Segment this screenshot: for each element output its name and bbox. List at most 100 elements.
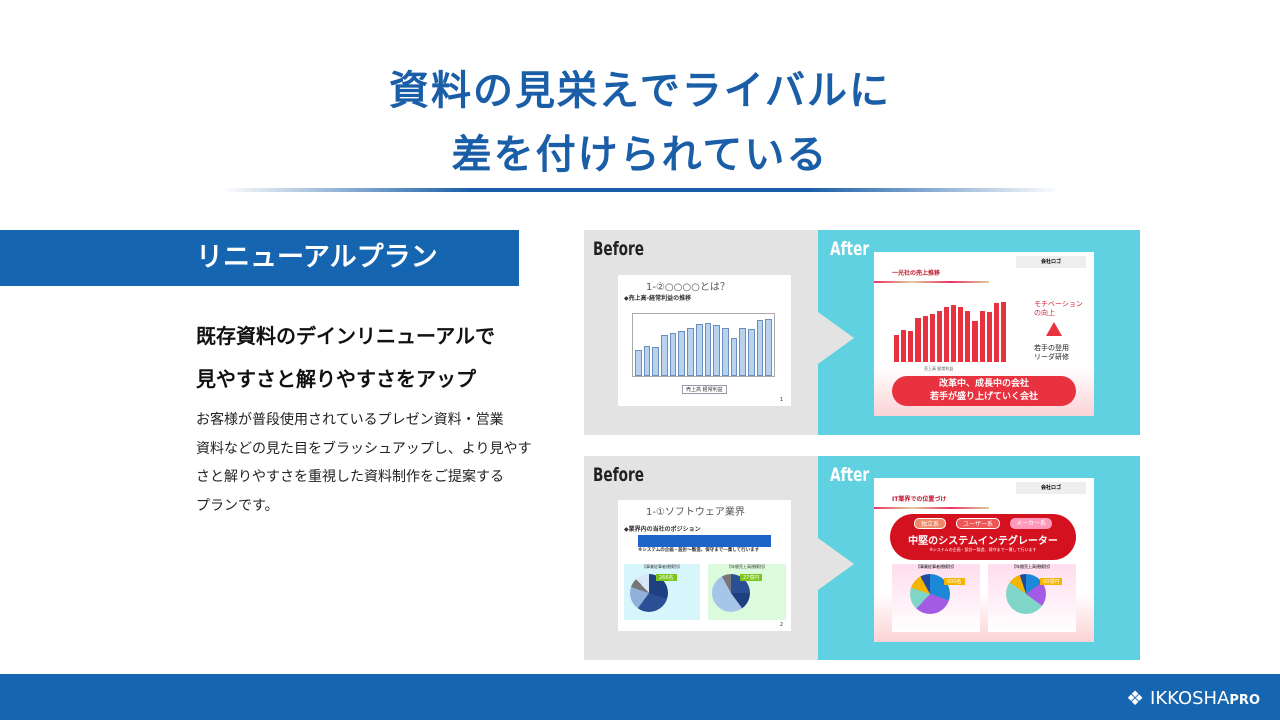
company-logo-placeholder: 会社ロゴ bbox=[1016, 482, 1086, 494]
position-note: ※システムの企画・設計～製造、保守まで一貫して行います bbox=[929, 547, 1037, 552]
triangle-up-icon bbox=[1046, 322, 1062, 336]
before-label: Before bbox=[593, 238, 645, 260]
slide-title: IT業界での位置づけ bbox=[892, 496, 947, 503]
note-training: 若手の登用リーダ研修 bbox=[1034, 344, 1069, 362]
page-number: 2 bbox=[779, 622, 783, 628]
bar-chart bbox=[894, 296, 1006, 362]
chart-employees: 【事業従事者規模別】 000名 bbox=[892, 564, 980, 632]
pie-chart bbox=[910, 574, 950, 614]
position-banner: 独立系 ユーザー系 メーカー系 中堅のシステムインテグレーター ※システムの企画… bbox=[890, 514, 1076, 560]
brand-logo: ❖ IKKOSHAPRO bbox=[1126, 686, 1260, 710]
sales-bar bbox=[765, 319, 772, 376]
chart-title: 【事業従事者規模別】 bbox=[642, 564, 682, 569]
tag-independent: 独立系 bbox=[914, 518, 947, 529]
company-logo-placeholder: 会社ロゴ bbox=[1016, 256, 1086, 268]
sales-bar bbox=[739, 327, 746, 376]
chart-title: 【事業従事者規模別】 bbox=[916, 564, 956, 569]
before-slide: 1-②○○○○とは？ ◆売上高-経常利益の推移 売上高 経常利益 1 bbox=[618, 275, 791, 406]
pill-line: 改革中、成長中の会社 bbox=[938, 379, 1029, 389]
example-positioning: Before After 1-①ソフトウェア業界 ◆業界内の当社のポジション ※… bbox=[584, 456, 1140, 660]
slide-note: ※システムの企画・設計～製造、保守まで一貫して行います bbox=[638, 548, 760, 553]
slide-subtitle: ◆売上高-経常利益の推移 bbox=[624, 295, 692, 302]
tag-user: ユーザー系 bbox=[956, 518, 1000, 529]
sales-bar bbox=[756, 320, 764, 376]
chart-title: 【年間売上高規模別】 bbox=[1012, 564, 1052, 569]
sales-bar bbox=[922, 316, 928, 362]
callout: 000名 bbox=[944, 578, 965, 585]
title-stripe bbox=[874, 281, 989, 283]
bar-chart bbox=[632, 313, 775, 377]
page-title-line1: 資料の見栄えでライバルに bbox=[389, 67, 891, 114]
sales-bar bbox=[979, 310, 985, 362]
pie-chart bbox=[1006, 574, 1046, 614]
sales-bar bbox=[993, 302, 999, 362]
desc-line: さと解りやすさを重視した資料制作をご提案する bbox=[196, 469, 504, 485]
plan-banner: リニューアルプラン bbox=[0, 230, 519, 286]
sales-bar bbox=[986, 312, 992, 362]
note-line: 若手の登用 bbox=[1034, 344, 1069, 352]
plan-description: お客様が普段使用されているプレゼン資料・営業 資料などの見た目をブラッシュアップ… bbox=[196, 406, 531, 520]
sales-bar bbox=[943, 307, 949, 362]
sales-bar bbox=[713, 324, 720, 376]
title-stripe bbox=[874, 507, 989, 509]
footer-bar: ❖ IKKOSHAPRO bbox=[0, 674, 1280, 720]
chart-revenue: 【年間売上高規模別】 27億円 bbox=[708, 564, 786, 620]
arrow-icon bbox=[818, 312, 854, 364]
before-slide: 1-①ソフトウェア業界 ◆業界内の当社のポジション ※システムの企画・設計～製造… bbox=[618, 500, 791, 631]
note-line: リーダ研修 bbox=[1034, 353, 1069, 361]
slide-title: 1-①ソフトウェア業界 bbox=[646, 507, 745, 518]
brand-text: IKKOSHA bbox=[1150, 687, 1230, 709]
desc-line: お客様が普段使用されているプレゼン資料・営業 bbox=[196, 412, 504, 428]
sales-bar bbox=[901, 330, 907, 362]
tag-maker: メーカー系 bbox=[1009, 518, 1052, 529]
sales-bar bbox=[936, 310, 942, 362]
chart-legend: 売上高 経常利益 bbox=[682, 385, 727, 394]
plan-headline-1: 既存資料のデインリニューアルで bbox=[196, 324, 495, 348]
page-title-line2: 差を付けられている bbox=[451, 131, 829, 178]
page-number: 1 bbox=[779, 397, 783, 403]
note-motivation: モチベーションの向上 bbox=[1034, 300, 1083, 317]
brand-suffix: PRO bbox=[1229, 692, 1260, 708]
sales-bar bbox=[958, 307, 964, 362]
after-label: After bbox=[830, 238, 870, 260]
sales-bar bbox=[695, 324, 703, 376]
position-bar bbox=[638, 535, 771, 547]
sales-bar bbox=[721, 328, 729, 376]
pill-line: 若手が盛り上げていく会社 bbox=[929, 392, 1038, 402]
sales-bar bbox=[635, 350, 642, 376]
position-headline: 中堅のシステムインテグレーター bbox=[908, 536, 1058, 547]
callout: 27億円 bbox=[740, 574, 763, 581]
sales-bar bbox=[678, 330, 686, 376]
sales-bar bbox=[661, 334, 668, 376]
chart-legend: 売上高 経常利益 bbox=[924, 366, 954, 371]
slide-subtitle: ◆業界内の当社のポジション bbox=[624, 526, 701, 533]
slide-title: 一光社の売上推移 bbox=[892, 270, 941, 277]
sales-bar bbox=[915, 318, 921, 362]
sales-bar bbox=[965, 310, 971, 362]
callout: 266名 bbox=[656, 574, 677, 581]
sales-bar bbox=[652, 347, 660, 376]
chart-employees: 【事業従事者規模別】 266名 bbox=[624, 564, 700, 620]
sales-bar bbox=[929, 314, 935, 362]
sales-bar bbox=[704, 322, 712, 376]
chart-revenue: 【年間売上高規模別】 00億円 bbox=[988, 564, 1076, 632]
after-slide: 会社ロゴ IT業界での位置づけ 独立系 ユーザー系 メーカー系 中堅のシステムイ… bbox=[874, 478, 1094, 642]
chart-title: 【年間売上高規模別】 bbox=[727, 564, 767, 569]
example-sales-chart: Before After 1-②○○○○とは？ ◆売上高-経常利益の推移 売上高… bbox=[584, 230, 1140, 435]
sales-bar bbox=[669, 333, 677, 376]
plan-headline-2: 見やすさと解りやすさをアップ bbox=[196, 367, 476, 391]
sales-bar bbox=[951, 305, 957, 362]
desc-line: プランです。 bbox=[196, 497, 279, 514]
desc-line: 資料などの見た目をブラッシュアップし、より見やす bbox=[196, 440, 532, 457]
title-divider bbox=[220, 188, 1060, 192]
after-slide: 会社ロゴ 一光社の売上推移 売上高 経常利益 モチベーションの向上 若手の登用リ… bbox=[874, 252, 1094, 416]
brand-name: IKKOSHAPRO bbox=[1150, 688, 1260, 709]
callout: 00億円 bbox=[1040, 578, 1063, 585]
sales-bar bbox=[908, 331, 914, 362]
sales-bar bbox=[643, 346, 651, 376]
sales-bar bbox=[687, 327, 694, 376]
diamond-cluster-icon: ❖ bbox=[1126, 686, 1145, 710]
sales-bar bbox=[972, 321, 978, 362]
slide-title: 1-②○○○○とは？ bbox=[646, 282, 730, 293]
sales-bar bbox=[747, 329, 755, 376]
